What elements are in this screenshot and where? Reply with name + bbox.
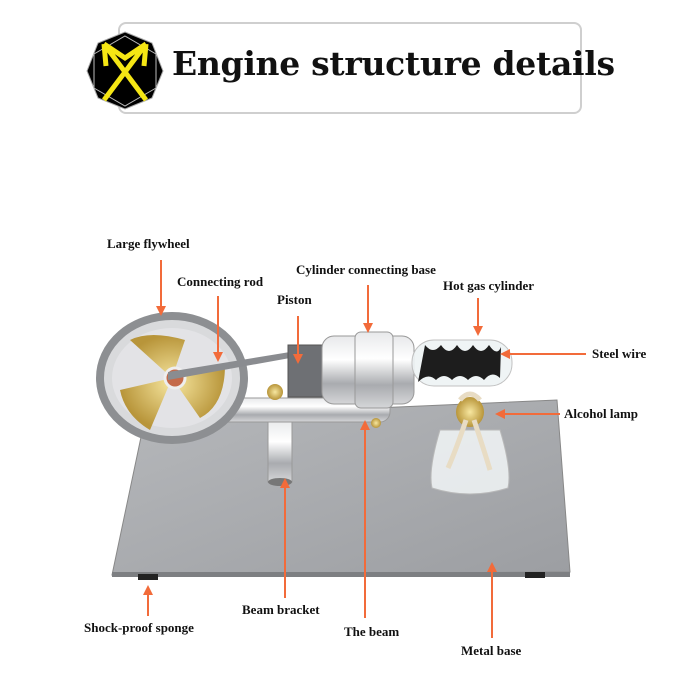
label-shock-proof-sponge: Shock-proof sponge bbox=[84, 620, 194, 635]
label-metal-base: Metal base bbox=[461, 643, 522, 658]
label-large-flywheel: Large flywheel bbox=[107, 236, 190, 251]
page-title: Engine structure details bbox=[172, 44, 615, 83]
title-box bbox=[118, 22, 582, 114]
brand-logo bbox=[86, 31, 164, 110]
label-hot-gas-cylinder: Hot gas cylinder bbox=[443, 278, 534, 293]
label-alcohol-lamp: Alcohol lamp bbox=[564, 406, 639, 421]
connecting-rod-shape bbox=[168, 352, 290, 380]
label-piston: Piston bbox=[277, 292, 312, 307]
label-steel-wire: Steel wire bbox=[592, 346, 647, 361]
alcohol-lamp-shape bbox=[430, 429, 510, 495]
label-cylinder-connecting-base: Cylinder connecting base bbox=[296, 262, 436, 277]
label-the-beam: The beam bbox=[344, 624, 400, 639]
label-beam-bracket: Beam bracket bbox=[242, 602, 320, 617]
piston-shape bbox=[287, 344, 324, 398]
beam-bracket-shape bbox=[267, 419, 293, 483]
callout-arrows bbox=[143, 260, 586, 638]
label-connecting-rod: Connecting rod bbox=[177, 274, 264, 289]
